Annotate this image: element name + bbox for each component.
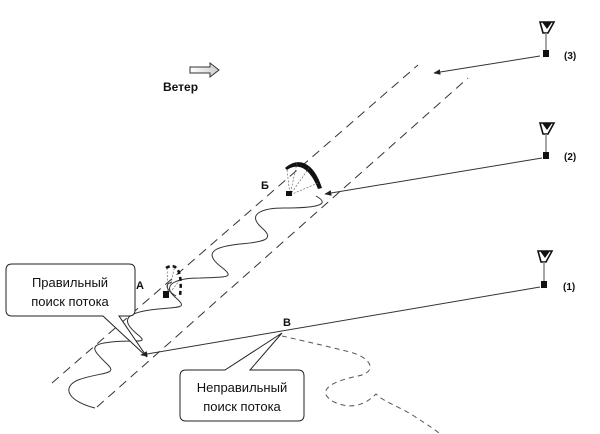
callout-correct-line1: Правильный [32, 275, 108, 290]
pilot-3-label: (3) [564, 51, 576, 62]
pilot-2-label: (2) [564, 152, 576, 163]
callout-correct-line2: поиск потока [31, 294, 109, 309]
callout-incorrect-line2: поиск потока [203, 399, 281, 414]
glide-line-1 [140, 286, 541, 357]
callout-incorrect-line1: Неправильный [197, 380, 287, 395]
glide-lines [140, 55, 543, 357]
pilot-1-label: (1) [563, 282, 575, 293]
glide-line-2 [324, 157, 543, 196]
wind-label: Ветер [163, 80, 198, 94]
correct-climb-path [68, 195, 323, 409]
glide-line-3 [433, 55, 541, 75]
pilot-3-icon [538, 21, 556, 57]
incorrect-climb-path [281, 335, 441, 434]
paraglider-wing-b [285, 162, 322, 196]
point-a-label: А [136, 280, 144, 292]
wind-arrow [189, 61, 220, 79]
pilot-1-icon [536, 250, 554, 288]
paraglider-wing-a [163, 264, 182, 298]
point-v-label: В [283, 317, 291, 329]
callout-correct: Правильный поиск потока [5, 263, 148, 358]
callout-incorrect: Неправильный поиск потока [179, 332, 305, 422]
point-b-label: Б [261, 180, 269, 192]
pilot-2-icon [538, 122, 556, 159]
